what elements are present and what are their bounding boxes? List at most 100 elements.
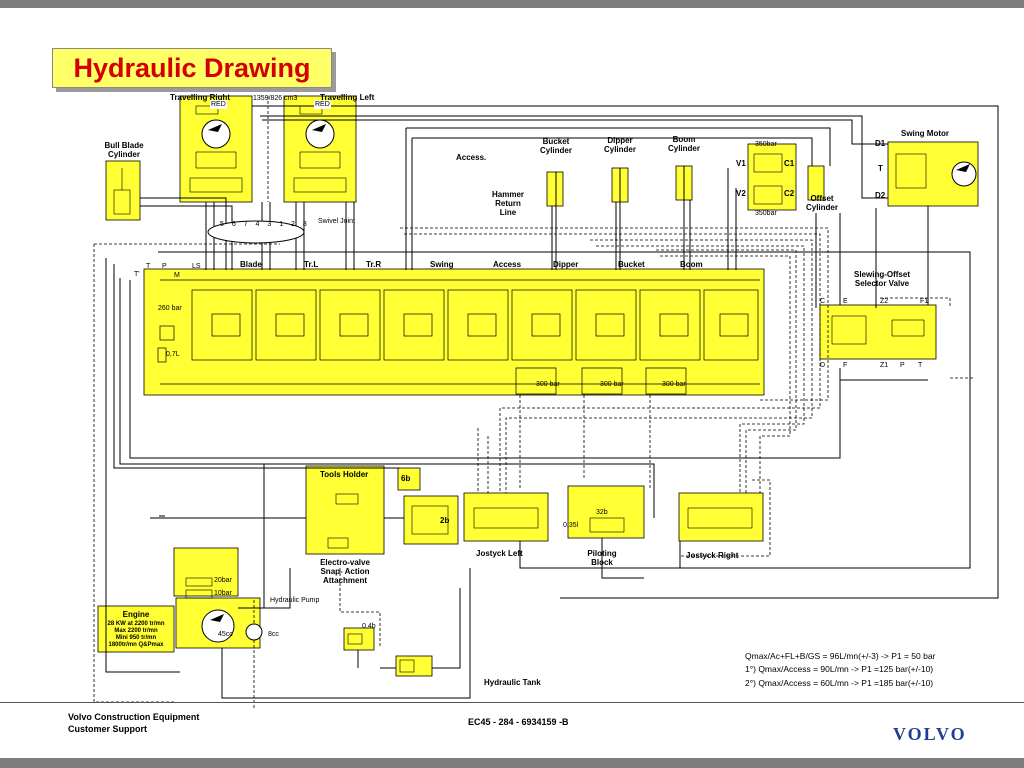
engine-line-3: Mini 950 tr/mn [115,635,157,641]
port-m: M [174,272,180,279]
pressure-lines [105,105,999,699]
selector-port-f1: F1 [920,298,929,305]
label-offset-350-top: 350bar [755,141,777,148]
section-label-boom: Boom [680,260,703,269]
label-300bar-c: 300 bar [662,381,686,388]
label-slewing-offset-selector-valve: Slewing-Offset Selector Valve [853,270,910,288]
label-swing-t: T [878,164,883,173]
bucket-cylinder-body [546,171,564,207]
volvo-logo: VOLVO [893,724,967,744]
tools-holder-block [305,465,385,555]
label-piloting-block: Piloting Block [587,549,617,567]
port-t-prime: T' [134,271,140,278]
label-joystick-left: Jostyck Left [476,549,523,558]
label-red-right: RED [210,100,227,109]
label-32b: 32b [596,509,608,516]
swivel-joint [207,220,305,244]
footer-divider [0,702,1024,703]
bull-blade-cylinder-block [105,160,141,221]
port-t: T [146,263,151,270]
label-20bar: 20bar [214,577,232,584]
engine-line-4: 1800tr/mn Q&Pmax [108,642,164,648]
label-bucket-cylinder: Bucket Cylinder [539,137,572,155]
section-label-swing: Swing [430,260,454,269]
label-relief-260: 260 bar [158,305,182,312]
label-red-left: RED [314,100,331,109]
pilot-relief-block [173,547,239,597]
selector-port-e: E [843,298,848,305]
label-10bar: 10bar [214,590,232,597]
motor-arrows [159,124,970,622]
hydraulic-schematic [93,95,999,708]
label-joystick-right: Jostyck Right [686,551,739,560]
label-bull-blade-cylinder: Bull Blade Cylinder [104,141,144,159]
valve-sections [157,279,760,395]
label-2b: 2b [440,516,450,525]
label-hydraulic-tank: Hydraulic Tank [484,678,541,687]
block-6b [397,467,421,491]
page-title: Hydraulic Drawing [73,53,311,83]
travel-motor-right-block [179,95,253,203]
control-valve-block [143,268,765,396]
offset-valve-block [747,143,797,211]
selector-port-t: T [918,362,923,369]
engine-title: Engine [122,610,150,619]
selector-port-f: F [843,362,848,369]
engine-line-2: Max 2200 tr/mn [114,628,158,634]
label-v2: V2 [736,189,746,198]
label-offset-350-bottom: 350bar [755,210,777,217]
selector-valve-block [819,304,937,360]
label-travelling-left: Travelling Left [320,93,375,102]
flow-note-3: 2°) Qmax/Access = 60L/mn -> P1 =185 bar(… [745,678,934,688]
label-d2: D2 [875,191,886,200]
section-label-access: Access [493,260,522,269]
label-45cc: 45cc [218,631,233,638]
label-c2: C2 [784,189,795,198]
selector-port-p: P [900,362,905,369]
label-accumulator-07: 0,7L [166,351,180,358]
label-swivel-ports: 5 6 7 4 3 1 2 8 [220,221,310,228]
section-label-trr: Tr.R [366,260,382,269]
label-035l: 0,35l [563,522,579,529]
footer-document-id: EC45 - 284 - 6934159 -B [468,717,569,727]
flow-note-1: Qmax/Ac+FL+B/GS = 96L/mn(+/-3) -> P1 = 5… [745,651,936,661]
label-offset-cylinder: Offset Cylinder [805,194,838,212]
label-displacement: 1359/826 cm3 [253,95,298,102]
joystick-left-block [463,492,549,542]
offset-cylinder-body [807,165,825,201]
selector-port-z1: Z1 [880,362,889,369]
label-hammer-return-line: Hammer Return Line [491,190,524,217]
label-access: Access. [456,153,487,162]
label-swing-motor: Swing Motor [901,129,949,138]
joystick-right-block [678,492,764,542]
filter-04b-block [343,627,375,651]
section-label-dipper: Dipper [553,260,579,269]
footer-department: Customer Support [68,724,148,734]
label-hydraulic-pump: Hydraulic Pump [270,597,320,604]
engine-block [97,605,175,653]
label-04b: 0.4b [362,623,376,630]
selector-port-d: D [820,362,826,369]
drawing-sheet: Hydraulic Drawing [0,8,1024,758]
label-300bar-b: 300 bar [600,381,624,388]
piloting-block [567,485,645,539]
motor-symbols [201,119,977,643]
port-ls: LS [192,263,201,270]
block-2b [403,495,459,545]
selector-port-c: C [820,298,826,305]
port-p: P [162,263,167,270]
footer-company: Volvo Construction Equipment [68,712,200,722]
label-d1: D1 [875,139,886,148]
travel-motor-left-block [283,95,357,203]
label-boom-cylinder: Boom Cylinder [667,135,700,153]
label-travelling-right: Travelling Right [170,93,231,102]
label-300bar-a: 300 bar [536,381,560,388]
selector-port-z2: Z2 [880,298,889,305]
label-c1: C1 [784,159,795,168]
label-6b: 6b [401,474,411,483]
section-label-bucket: Bucket [618,260,645,269]
title-box: Hydraulic Drawing [52,48,332,88]
flow-note-2: 1°) Qmax/Access = 90L/mn -> P1 =125 bar(… [745,664,934,674]
label-swivel-joint: Swivel Joint [318,218,355,225]
